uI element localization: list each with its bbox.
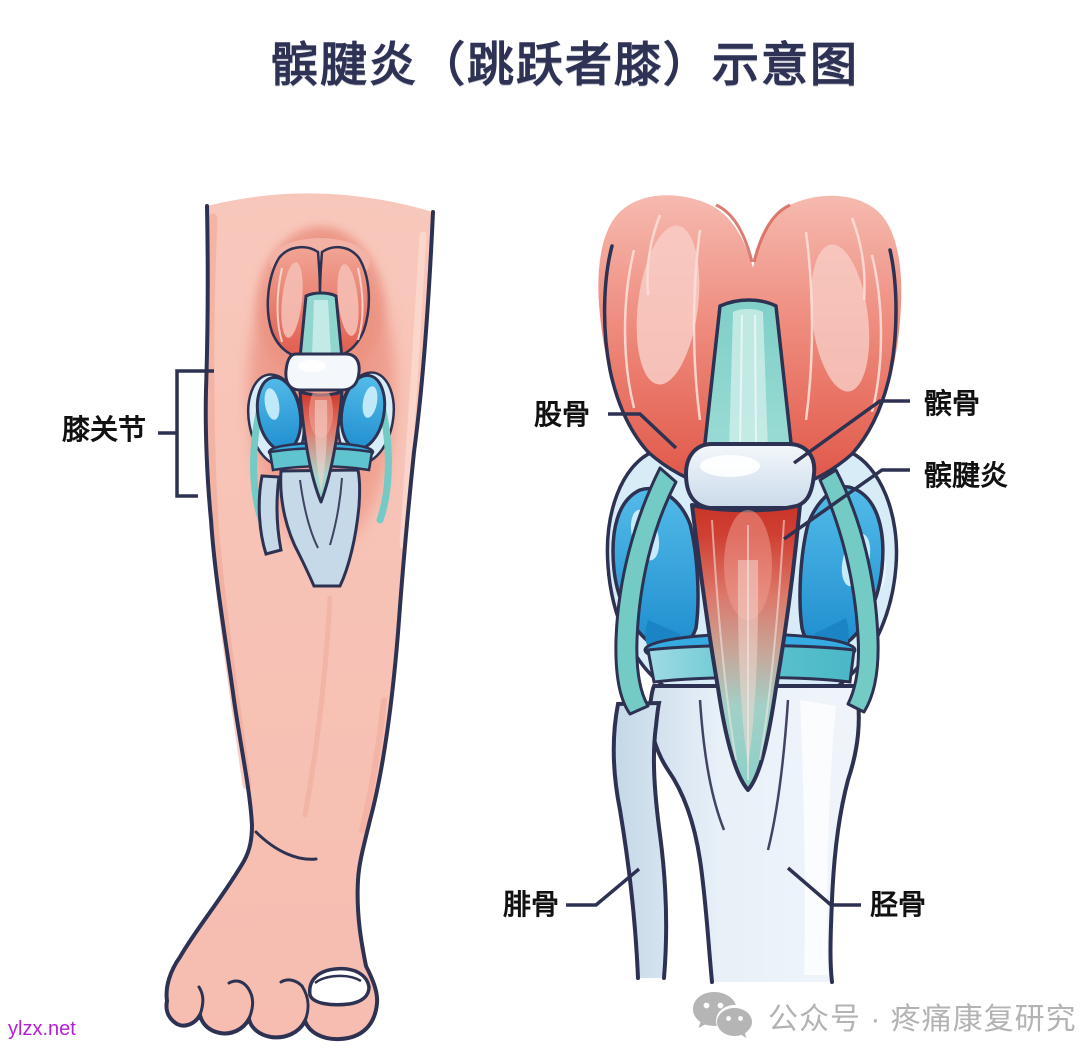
patellar-tendinitis-leader-line <box>782 468 910 541</box>
knee-detail-illustration <box>598 195 902 984</box>
wechat-icon <box>693 992 752 1038</box>
label-patellar-tendinitis: 髌腱炎 <box>924 460 1009 491</box>
lateral-ligament <box>614 466 678 716</box>
wechat-watermark: 公众号 · 疼痛康复研究 <box>688 990 1077 1042</box>
label-fibula: 腓骨 <box>503 889 560 920</box>
label-patella: 髌骨 <box>924 388 981 419</box>
patella-bone <box>683 442 817 510</box>
label-femur: 股骨 <box>534 399 591 430</box>
toenail <box>308 966 371 1007</box>
left-knee-inset <box>246 227 396 588</box>
watermark-text: 公众号 · 疼痛康复研究 <box>768 1003 1077 1036</box>
fibula-bone <box>611 700 669 980</box>
patella-leader-line <box>792 399 910 465</box>
quadriceps-tendon <box>702 298 794 454</box>
fibula-leader-line <box>566 867 641 907</box>
annotation-lines <box>158 369 910 907</box>
femur-leader-line <box>608 412 678 450</box>
page-title: 髌腱炎（跳跃者膝）示意图 <box>271 38 859 91</box>
label-tibia: 胫骨 <box>870 889 927 920</box>
tibia-bone <box>647 684 861 984</box>
tibia-leader-line <box>786 866 861 907</box>
label-knee-joint: 膝关节 <box>62 414 147 445</box>
toes-detail <box>197 830 318 1023</box>
medial-ligament <box>818 468 880 714</box>
left-leg-illustration <box>164 193 435 1042</box>
corner-watermark: ylzx.net <box>8 1018 76 1040</box>
inflamed-patellar-tendon <box>690 503 802 792</box>
